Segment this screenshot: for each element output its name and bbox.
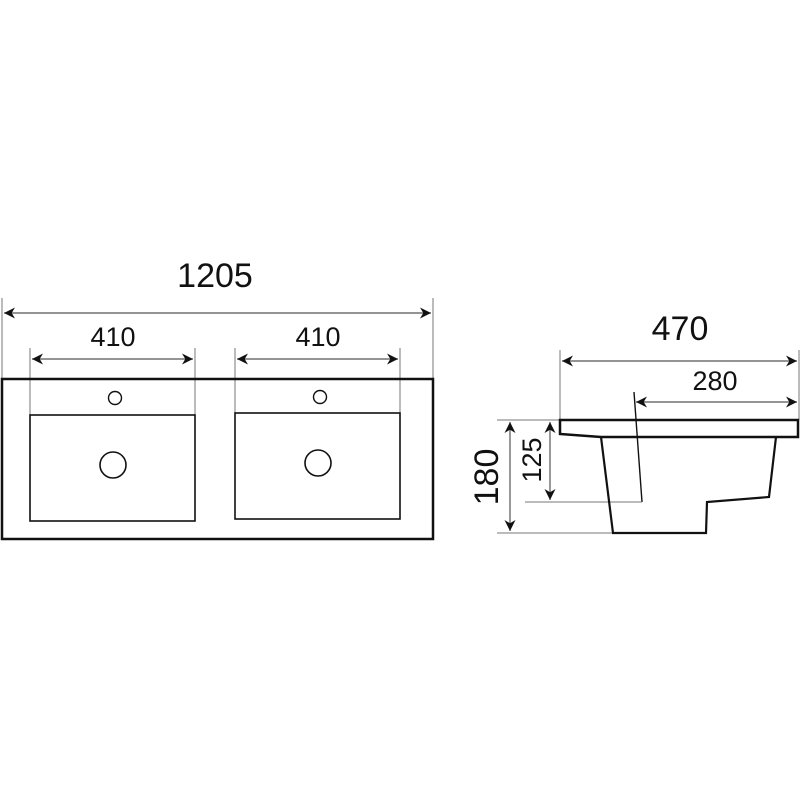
left-basin-width-label: 410	[90, 322, 135, 352]
right-basin-width-label: 410	[295, 322, 340, 352]
overall-width-label: 1205	[177, 257, 253, 295]
right-faucet-hole	[312, 389, 328, 405]
left-basin-bowl	[29, 414, 196, 522]
countertop-outline	[0, 377, 435, 541]
left-faucet-hole	[107, 390, 123, 406]
side-view	[497, 350, 800, 535]
basin-inner-line	[633, 391, 643, 503]
right-basin-bowl	[234, 412, 401, 520]
basin-height-label: 125	[517, 437, 547, 482]
right-drain-hole	[304, 449, 332, 477]
basin-body-profile	[599, 436, 778, 535]
front-view	[0, 298, 435, 541]
overall-depth-label: 470	[652, 310, 709, 348]
overall-height-label: 180	[468, 449, 506, 506]
countertop-slab-profile	[558, 418, 800, 439]
basin-depth-label: 280	[692, 366, 737, 396]
left-drain-hole	[99, 451, 127, 479]
